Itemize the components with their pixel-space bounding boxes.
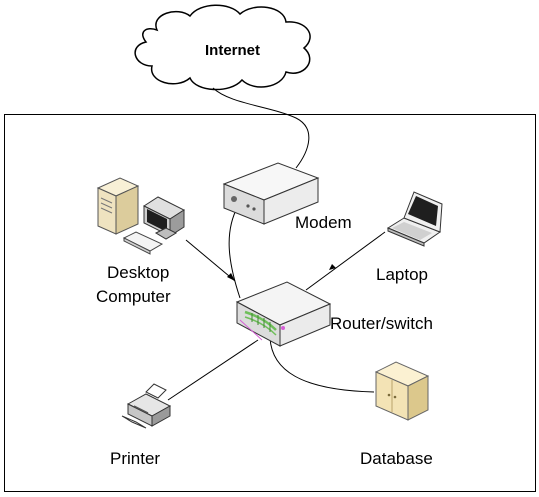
printer-label: Printer: [110, 449, 161, 468]
desktop-label-line1: Desktop: [107, 263, 170, 282]
database-label: Database: [360, 449, 433, 468]
link-router-laptop: [305, 231, 386, 291]
desktop-computer-icon: [96, 177, 186, 255]
printer-icon: [121, 383, 172, 429]
link-router-printer: [167, 339, 259, 401]
link-router-database: [269, 337, 375, 393]
internet-cloud-icon: [134, 4, 311, 91]
lan-boundary: [4, 114, 536, 492]
internet-label: Internet: [205, 42, 261, 59]
router-switch-icon: [235, 281, 332, 347]
link-modem-router: [228, 205, 241, 299]
link-desktop-router: [185, 239, 236, 282]
modem-label: Modem: [295, 213, 352, 232]
router-switch-label: Router/switch: [330, 314, 433, 333]
arrowhead-router-laptop: [329, 264, 336, 270]
modem-icon: [222, 162, 320, 225]
database-server-icon: [374, 361, 430, 421]
laptop-icon: [386, 191, 443, 247]
desktop-label-line2: Computer: [96, 287, 171, 306]
laptop-label: Laptop: [376, 265, 428, 284]
arrowhead-desktop-router: [227, 273, 235, 281]
link-internet-modem: [212, 87, 310, 169]
